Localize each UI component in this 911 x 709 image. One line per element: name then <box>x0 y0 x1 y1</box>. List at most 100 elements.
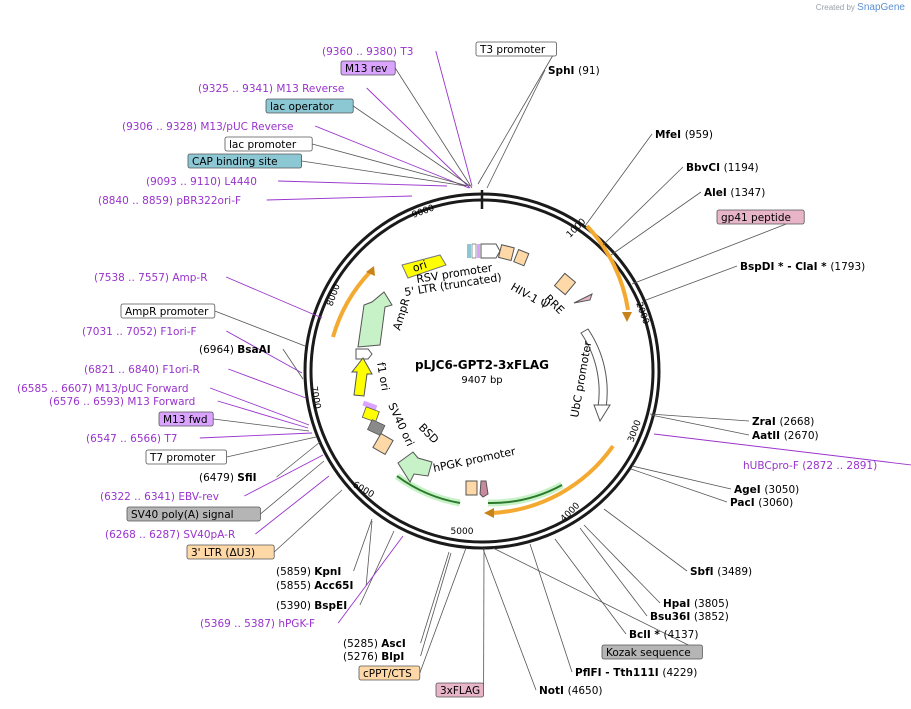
zraI-pos: (2668) <box>779 416 814 428</box>
leader-bspDI <box>645 265 738 301</box>
leader-ascI <box>420 551 450 644</box>
snapgene-logo: SnapGene <box>857 2 905 13</box>
lacprom-text: lac promoter <box>229 139 297 151</box>
label-pbr: (8840 .. 8859) pBR322ori-F <box>98 195 241 207</box>
label-sv40pa: SV40 poly(A) signal <box>126 506 261 522</box>
sv40par-text: (6268 .. 6287) SV40pA-R <box>105 529 235 541</box>
bspEI-name: BspEI <box>314 600 347 612</box>
amprprom-box <box>120 303 216 319</box>
lacop-text: lac operator <box>270 101 334 113</box>
ltr3-text: 3' LTR (ΔU3) <box>191 547 255 559</box>
leader-lacprom <box>312 143 469 187</box>
hiv-feature <box>513 248 530 267</box>
label-bspDI: BspDI * - ClaI * (1793) <box>740 261 865 273</box>
label-lacprom: lac promoter <box>224 136 313 152</box>
lacop-box <box>265 98 354 114</box>
ascI-text: (5285) AscI <box>343 638 406 650</box>
m13fwd-mark <box>362 400 378 411</box>
hpaI-text: HpaI (3805) <box>663 598 729 610</box>
leader-amprprom <box>214 310 306 347</box>
label-aatII: AatII (2670) <box>752 430 819 442</box>
leader-aatII <box>650 414 750 436</box>
leader-t7p <box>199 432 313 439</box>
leader-lines <box>199 48 911 691</box>
blpI-pos: (5276) <box>343 651 381 663</box>
leader-hubc <box>653 433 911 466</box>
zraI-name: ZraI <box>752 416 779 428</box>
aleI-name: AleI <box>704 187 730 199</box>
leader-pbr <box>266 195 413 201</box>
leader-m13reverse <box>366 87 471 189</box>
bsd-label: BSD <box>416 421 441 446</box>
pflFI-name: PflFI - Tth111I <box>575 667 662 679</box>
sbfI-text: SbfI (3489) <box>690 566 752 578</box>
pflFI-pos: (4229) <box>662 667 697 679</box>
m13reverse-text: (9325 .. 9341) M13 Reverse <box>198 83 344 95</box>
leader-lacop <box>352 105 471 187</box>
bsu36I-text: Bsu36I (3852) <box>650 611 729 623</box>
acc65I-text: (5855) Acc65I <box>276 580 353 592</box>
gp41-arc-head <box>622 312 632 322</box>
label-sphI: SphI (91) <box>548 65 600 77</box>
ampr-feature <box>357 291 393 348</box>
cap-mark <box>467 244 471 258</box>
m13-mark <box>477 244 480 258</box>
label-cppt: cPPT/CTS <box>358 665 421 681</box>
orf-arc-right-head <box>484 508 494 518</box>
leader-m13puc <box>314 125 470 189</box>
bclI-name: BclI * <box>629 629 664 641</box>
leader-aleI <box>610 191 702 256</box>
ltr3-mark <box>372 432 394 456</box>
hpgk-label: hPGK promoter <box>432 445 517 475</box>
label-hubc: hUBCpro-F (2872 .. 2891) <box>743 460 877 472</box>
leader-m13pucf <box>209 387 310 426</box>
label-flag: 3xFLAG <box>435 682 484 698</box>
label-m13pucf: (6585 .. 6607) M13/pUC Forward <box>17 383 189 395</box>
label-f1orir: (6821 .. 6840) F1ori-R <box>84 364 200 376</box>
lacprom-box <box>224 136 313 152</box>
label-ascI: (5285) AscI <box>343 638 406 650</box>
label-bclI: BclI * (4137) <box>629 629 698 641</box>
plasmid-name: pLJC6-GPT2-3xFLAG <box>415 358 549 372</box>
sv40pa-text: SV40 poly(A) signal <box>131 509 234 521</box>
label-hpgkf: (5369 .. 5387) hPGK-F <box>200 618 315 630</box>
pacI-name: PacI <box>730 497 758 509</box>
pbr-text: (8840 .. 8859) pBR322ori-F <box>98 195 241 207</box>
label-bbvCI: BbvCI (1194) <box>686 162 759 174</box>
leader-pacI <box>630 468 728 503</box>
leader-hpaI <box>583 524 661 604</box>
bbvCI-pos: (1194) <box>724 162 759 174</box>
bsaAI-text: (6964) BsaAI <box>199 344 271 356</box>
m13rev-text: M13 rev <box>345 63 388 75</box>
leader-ebv <box>244 454 324 497</box>
ampR-text: (7538 .. 7557) Amp-R <box>94 272 208 284</box>
label-m13f: (6576 .. 6593) M13 Forward <box>49 396 195 408</box>
ubc-label: UbC promoter <box>568 340 594 419</box>
pacI-text: PacI (3060) <box>730 497 793 509</box>
label-ageI: AgeI (3050) <box>734 484 799 496</box>
leader-t7prom <box>226 436 317 458</box>
label-pflFI: PflFI - Tth111I (4229) <box>575 667 697 679</box>
m13f-text: (6576 .. 6593) M13 Forward <box>49 396 195 408</box>
ltr5-feature <box>497 244 515 262</box>
ori-label: ori <box>411 258 429 275</box>
label-ltr3: 3' LTR (ΔU3) <box>186 544 275 560</box>
acc65I-pos: (5855) <box>276 580 314 592</box>
sbfI-pos: (3489) <box>717 566 752 578</box>
label-mfeI: MfeI (959) <box>655 129 713 141</box>
leader-bsu36I <box>579 527 648 617</box>
amprprom-text: AmpR promoter <box>125 306 209 318</box>
t7p-text: (6547 .. 6566) T7 <box>86 433 177 445</box>
ageI-pos: (3050) <box>764 484 799 496</box>
ampr-label: AmpR <box>390 296 412 332</box>
sphI-text: SphI (91) <box>548 65 600 77</box>
hpgk-arc-line <box>487 484 563 505</box>
credit-prefix: Created by <box>815 3 855 12</box>
t3prom-text: T3 promoter <box>479 44 546 56</box>
f1-feature <box>350 357 373 397</box>
amprprom-feature <box>355 348 373 360</box>
label-t3p: (9360 .. 9380) T3 <box>322 46 413 58</box>
aleI-pos: (1347) <box>730 187 765 199</box>
flag-box <box>435 682 484 698</box>
t7prom-box <box>145 449 227 465</box>
